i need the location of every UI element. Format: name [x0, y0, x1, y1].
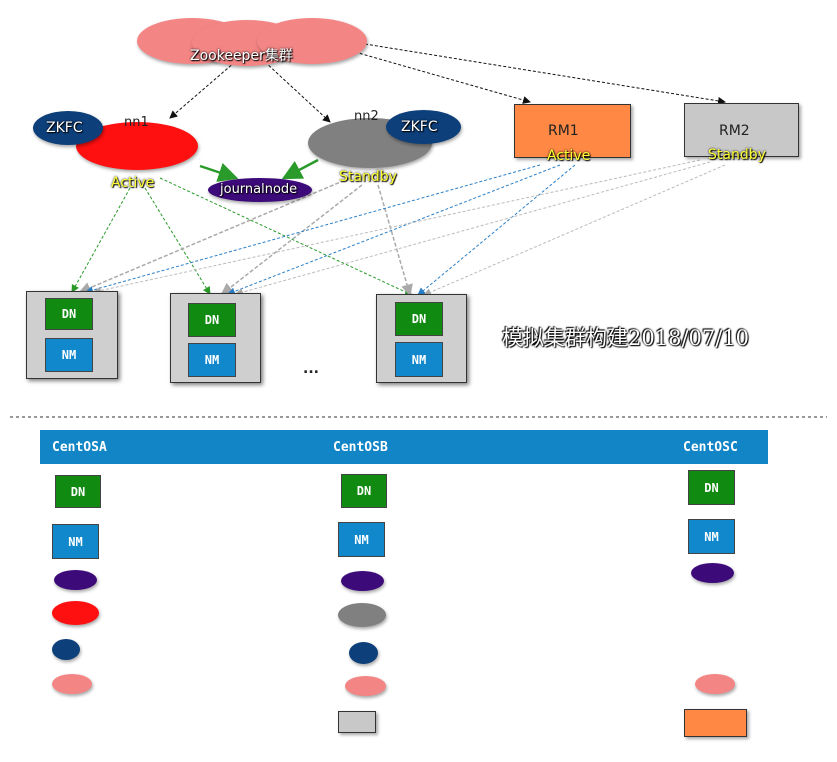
host-name-c: CentOSC [683, 440, 738, 455]
nn2-to-dn2-arrow [220, 184, 363, 295]
centosa-zkfc-swatch [52, 639, 80, 660]
rm1-to-nm2-arrow [227, 164, 561, 296]
zk-to-nn2-arrow [264, 61, 331, 123]
host-name-b: CentOSB [333, 440, 388, 455]
nn1-label: nn1 [124, 115, 149, 130]
zookeeper-node-3 [257, 18, 367, 64]
rm1-nm-links [85, 164, 576, 296]
rm2-to-nm1-arrow [93, 159, 701, 295]
rm1-to-nm1-arrow [85, 164, 541, 294]
nn2-state-label: Standby [339, 169, 397, 185]
centosb-zookeeper-swatch [345, 676, 386, 696]
centosa-datanode: DN [55, 475, 101, 508]
rm1-node [514, 104, 631, 158]
journalnode-node [208, 178, 312, 202]
worker-3-datanode: DN [395, 302, 443, 336]
rm1-state-label: Active [547, 148, 591, 164]
zk-to-rm1-arrow [354, 51, 531, 104]
centosb-datanode: DN [341, 474, 387, 508]
journal-links [199, 158, 319, 182]
rm2-state-label: Standby [708, 147, 766, 163]
zookeeper-links [169, 43, 726, 123]
rm2-node [684, 103, 799, 157]
nn2-to-dn1-arrow [78, 177, 351, 294]
worker-1-datanode: DN [45, 298, 93, 330]
nn2-dn-links [78, 177, 413, 297]
host-name-a: CentOSA [52, 440, 107, 455]
nn1-to-dn1-arrow [71, 187, 131, 293]
zookeeper-label: Zookeeper集群 [190, 48, 293, 64]
nn1-to-dn2-arrow [144, 187, 211, 295]
centosa-namenode-active-swatch [52, 601, 99, 625]
nn1-to-journal-arrow [199, 162, 239, 182]
nn1-to-dn3-arrow [159, 177, 413, 296]
centosc-zookeeper-swatch [695, 674, 735, 694]
nn1-zkfc-node [33, 111, 103, 145]
nn2-zkfc-label: ZKFC [401, 119, 438, 135]
centosb-nodemanager: NM [338, 522, 385, 557]
host-bar: CentOSA CentOSB CentOSC [40, 430, 768, 464]
centosc-journalnode-swatch [691, 563, 734, 583]
journalnode-label: journalnode [220, 182, 298, 197]
worker-2-datanode: DN [188, 303, 236, 337]
diagram-caption: 模拟集群构建2018/07/10 [502, 326, 750, 350]
centosb-journalnode-swatch [341, 571, 384, 591]
zk-to-rm2-arrow [364, 43, 726, 105]
ellipsis: ... [303, 361, 319, 377]
centosc-datanode: DN [688, 470, 735, 505]
worker-2-nodemanager: NM [188, 343, 236, 377]
rm2-label: RM2 [719, 123, 750, 139]
rm1-to-nm3-arrow [417, 164, 576, 296]
worker-1-nodemanager: NM [45, 338, 93, 372]
centosb-rm-standby-swatch [338, 711, 376, 733]
centosc-nodemanager: NM [688, 519, 735, 554]
nn1-dn-links [71, 177, 413, 296]
zk-to-nn1-arrow [169, 61, 236, 119]
rm2-nm-links [93, 159, 726, 296]
rm2-to-nm2-arrow [235, 161, 711, 296]
nn1-state-label: Active [111, 175, 155, 191]
nn2-to-dn3-arrow [377, 184, 413, 297]
centosa-journalnode-swatch [54, 570, 97, 590]
nn2-to-journal-arrow [281, 158, 319, 180]
centosa-nodemanager: NM [52, 524, 99, 559]
centosb-namenode-standby-swatch [338, 603, 386, 627]
centosb-zkfc-swatch [349, 642, 378, 664]
nn2-zkfc-node [386, 110, 461, 144]
centosc-rm-active-swatch [684, 709, 747, 737]
worker-3-nodemanager: NM [395, 342, 443, 377]
nn1-zkfc-label: ZKFC [46, 120, 83, 136]
centosa-zookeeper-swatch [52, 674, 92, 694]
nn2-label: nn2 [354, 109, 379, 124]
rm2-to-nm3-arrow [423, 164, 726, 296]
rm1-label: RM1 [548, 123, 579, 139]
